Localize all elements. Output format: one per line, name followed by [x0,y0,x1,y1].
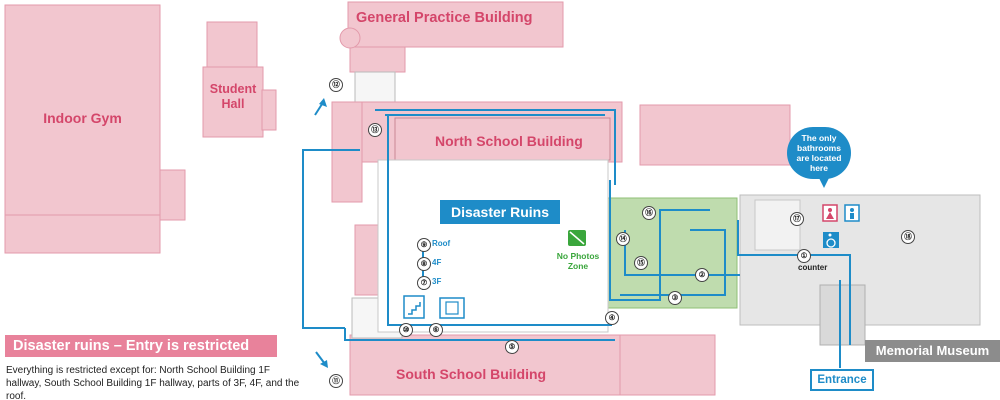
route-point-6: ⑥ [429,323,443,337]
bathroom-callout-tail [818,176,830,188]
courtyard-plaza [354,71,396,103]
route-point-14: ⑭ [616,232,630,246]
general-practice-label: General Practice Building [356,10,533,26]
floor-label-4f: 4F [432,258,442,267]
stairs-icon [408,302,421,315]
indoor-gym-annex [4,214,161,254]
elevator-core [439,297,465,319]
student-hall-label: Student Hall [209,82,257,111]
route-point-11: ⑪ [329,374,343,388]
indoor-gym-shape [4,4,161,251]
stair-core [403,295,425,319]
north-school-label: North School Building [435,133,583,149]
floor-label-roof: Roof [432,239,451,248]
indoor-gym-side [159,169,186,221]
route-point-4: ④ [605,311,619,325]
no-photos-zone-label: No Photos Zone [556,251,600,271]
south-school-shape [349,334,621,396]
route-point-17: ⑰ [790,212,804,226]
student-hall-body [202,66,264,138]
restriction-note: Everything is restricted except for: Nor… [6,365,300,400]
route-point-8: ⑧ [417,257,431,271]
memorial-museum-stairs [819,284,866,346]
route-point-18: ⑱ [901,230,915,244]
route-north-corridor [375,109,616,185]
indoor-gym-label: Indoor Gym [43,110,122,126]
route-point-13: ⑬ [368,123,382,137]
route-point-9: ⑨ [417,238,431,252]
north-school-east-wing [639,104,791,166]
route-point-3: ③ [668,291,682,305]
route-point-15: ⑮ [634,256,648,270]
south-school-east-wing [619,334,716,396]
route-point-5: ⑤ [505,340,519,354]
route-point-1: ① [797,249,811,263]
general-practice-rotunda [339,27,361,49]
memorial-museum-label: Memorial Museum [865,340,1000,362]
route-south [344,328,615,341]
floor-label-3f: 3F [432,277,442,286]
restricted-banner: Disaster ruins – Entry is restricted [5,335,277,357]
west-lower-block [354,224,381,296]
route-museum [737,220,851,345]
route-point-12: ⑫ [329,78,343,92]
route-west [387,115,612,326]
counter-label: counter [798,263,828,272]
entrance-label: Entrance [810,369,874,391]
arrow-south-west-head [320,360,328,368]
route-point-16: ⑯ [642,206,656,220]
route-east-loop [609,180,710,301]
bathroom-callout: The only bathrooms are located here [787,127,851,179]
general-practice-wing [349,46,406,73]
north-school-inner [394,117,611,161]
route-point-10: ⑩ [399,323,413,337]
west-connector [331,101,363,203]
arrow-north-west-head [319,98,327,107]
elevator-icon [445,301,459,315]
no-photos-zone-area [601,197,738,309]
disaster-ruins-label: Disaster Ruins [440,200,560,224]
route-point-2: ② [695,268,709,282]
general-practice-shape [347,1,564,48]
student-hall-top [206,21,258,68]
student-hall-side [261,89,277,131]
route-point-7: ⑦ [417,276,431,290]
south-school-label: South School Building [396,366,547,382]
